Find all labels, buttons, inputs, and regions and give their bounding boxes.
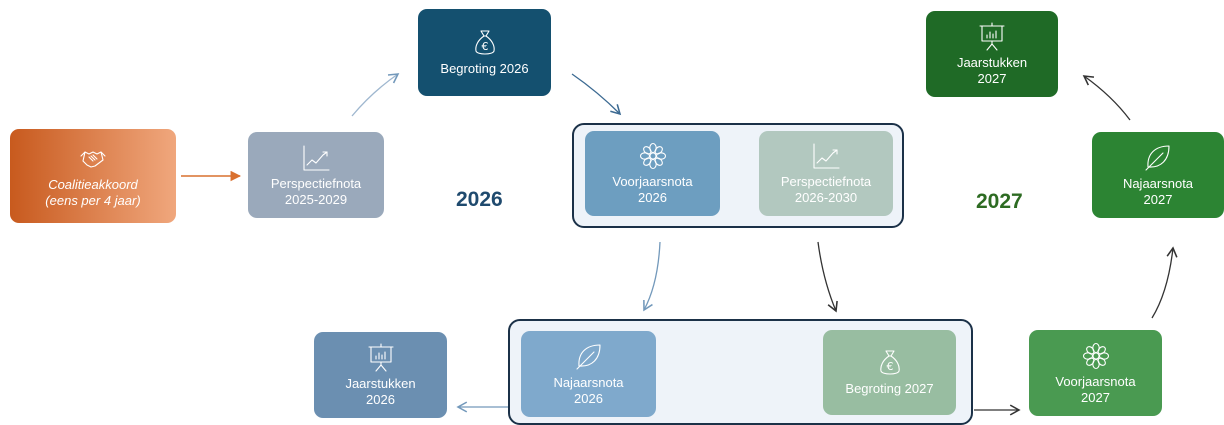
node-coalitieakkoord[interactable]: Coalitieakkoord (eens per 4 jaar) bbox=[10, 129, 176, 223]
node-begroting-2026-label: Begroting 2026 bbox=[440, 61, 529, 76]
node-perspectiefnota-2026-2030[interactable]: Perspectiefnota 2026-2030 bbox=[759, 131, 893, 216]
node-najaarsnota-2026-line1: Najaarsnota bbox=[553, 374, 624, 390]
node-perspectiefnota-2025-2029[interactable]: Perspectiefnota 2025-2029 bbox=[248, 132, 384, 218]
node-voorjaarsnota-2027-line1: Voorjaarsnota bbox=[1055, 373, 1136, 389]
node-begroting-2027-label: Begroting 2027 bbox=[845, 381, 934, 396]
node-najaarsnota-2027[interactable]: Najaarsnota 2027 bbox=[1092, 132, 1224, 218]
presentation-icon bbox=[977, 21, 1007, 52]
node-voorjaarsnota-2027[interactable]: Voorjaarsnota 2027 bbox=[1029, 330, 1162, 416]
arrow-voorjaars-to-najaarsnota bbox=[643, 241, 661, 312]
node-jaarstukken-2027[interactable]: Jaarstukken 2027 bbox=[926, 11, 1058, 97]
chart-icon bbox=[301, 143, 331, 173]
node-coalitieakkoord-line2: (eens per 4 jaar) bbox=[45, 192, 141, 208]
node-najaarsnota-2027-line1: Najaarsnota bbox=[1122, 175, 1194, 191]
node-jaarstukken-2026-line2: 2026 bbox=[366, 391, 395, 407]
money-bag-icon: € bbox=[470, 28, 500, 58]
node-perspectiefnota-2026-line1: Perspectiefnota bbox=[780, 174, 872, 189]
money-bag-icon: € bbox=[875, 348, 905, 378]
arrow-perspectief-to-begroting-2027 bbox=[817, 241, 838, 313]
node-coalitieakkoord-line1: Coalitieakkoord bbox=[48, 176, 138, 192]
node-perspectiefnota-2025-line2: 2025-2029 bbox=[284, 191, 348, 207]
node-begroting-2027[interactable]: € Begroting 2027 bbox=[823, 330, 956, 415]
arrow-begroting-to-voorjaarsnota bbox=[571, 73, 622, 116]
leaf-icon bbox=[1143, 143, 1173, 173]
arrow-najaars-to-jaarstukken-2027 bbox=[1082, 75, 1131, 121]
chart-icon bbox=[811, 141, 841, 171]
presentation-icon bbox=[366, 342, 396, 373]
node-najaarsnota-2027-line2: 2027 bbox=[1143, 191, 1173, 207]
node-voorjaarsnota-2026-line1: Voorjaarsnota bbox=[612, 174, 693, 189]
handshake-icon bbox=[78, 144, 108, 174]
node-najaarsnota-2026[interactable]: Najaarsnota 2026 bbox=[521, 331, 656, 417]
node-perspectiefnota-2025-line1: Perspectiefnota bbox=[270, 175, 362, 191]
leaf-icon bbox=[574, 342, 604, 372]
year-label-2027: 2027 bbox=[976, 190, 1023, 213]
node-perspectiefnota-2026-line2: 2026-2030 bbox=[794, 190, 858, 205]
flower-icon bbox=[1081, 341, 1111, 371]
arrow-voorjaars-to-najaarsnota-2027 bbox=[1151, 246, 1178, 319]
node-begroting-2026[interactable]: € Begroting 2026 bbox=[418, 9, 551, 96]
node-jaarstukken-2027-line2: 2027 bbox=[977, 70, 1007, 86]
node-jaarstukken-2027-line1: Jaarstukken bbox=[956, 54, 1028, 70]
node-voorjaarsnota-2026[interactable]: Voorjaarsnota 2026 bbox=[585, 131, 720, 216]
svg-text:€: € bbox=[481, 40, 488, 53]
node-jaarstukken-2026[interactable]: Jaarstukken 2026 bbox=[314, 332, 447, 418]
svg-text:€: € bbox=[886, 360, 893, 373]
year-label-2026: 2026 bbox=[456, 188, 503, 211]
flower-icon bbox=[638, 141, 668, 171]
node-najaarsnota-2026-line2: 2026 bbox=[574, 390, 603, 406]
node-jaarstukken-2026-line1: Jaarstukken bbox=[345, 375, 416, 391]
node-voorjaarsnota-2027-line2: 2027 bbox=[1081, 389, 1110, 405]
arrow-perspectief-to-begroting bbox=[351, 73, 400, 117]
node-voorjaarsnota-2026-line2: 2026 bbox=[638, 190, 667, 205]
